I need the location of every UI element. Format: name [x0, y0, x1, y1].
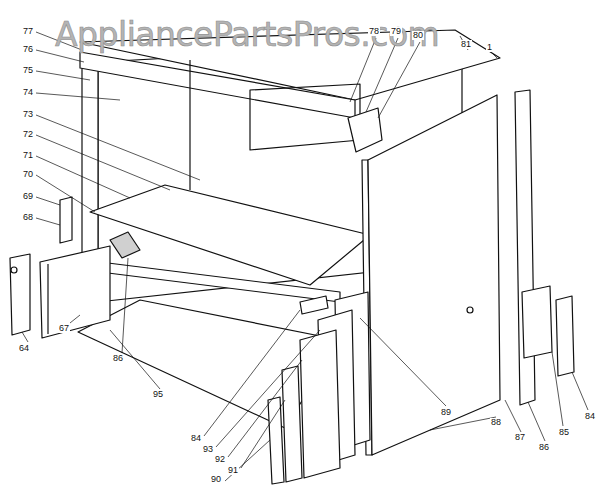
back-panel-opening: [250, 84, 360, 150]
leader-line: [36, 71, 90, 80]
leader-line: [36, 50, 84, 62]
callout-number: 70: [22, 170, 34, 179]
callout-number: 79: [390, 27, 402, 36]
leader-line: [36, 175, 95, 212]
callout-number: 69: [22, 192, 34, 201]
door-trim: [282, 366, 302, 482]
kick-panel-fold: [47, 264, 48, 334]
leader-line: [122, 258, 128, 353]
top-rail: [80, 52, 355, 118]
callout-number: 84: [584, 412, 596, 421]
leader-line: [505, 400, 521, 432]
leader-line: [22, 332, 28, 342]
leader-line: [225, 440, 270, 481]
right-hinge-plate: [556, 296, 574, 376]
callout-number: 64: [18, 344, 30, 353]
callout-number: 74: [22, 88, 34, 97]
callout-number: 85: [558, 428, 570, 437]
leader-line: [36, 197, 60, 205]
callout-number: 86: [112, 354, 124, 363]
callout-number: 95: [152, 390, 164, 399]
callout-number: 71: [22, 151, 34, 160]
leader-line: [360, 318, 446, 406]
callout-number: 72: [22, 130, 34, 139]
panel-hole: [467, 307, 473, 313]
leader-line: [492, 53, 497, 58]
corner-block: [348, 108, 382, 152]
callout-number: 76: [22, 45, 34, 54]
leader-line: [36, 93, 120, 100]
callout-number: 81: [460, 40, 472, 49]
left-bracket: [60, 197, 72, 243]
callout-number: 92: [214, 455, 226, 464]
leader-line: [36, 115, 200, 180]
right-bracket: [522, 286, 552, 358]
callout-number: 78: [368, 27, 380, 36]
leader-line: [378, 42, 420, 118]
door-strip: [268, 397, 284, 484]
callout-number: 86: [538, 443, 550, 452]
callout-number: 90: [210, 475, 222, 484]
leader-line: [204, 310, 300, 436]
kick-tab: [300, 296, 328, 314]
callout-number: 75: [22, 66, 34, 75]
callout-number: 88: [490, 418, 502, 427]
leader-line: [70, 315, 80, 323]
callout-number: 68: [22, 213, 34, 222]
callout-number: 80: [412, 31, 424, 40]
leader-line: [430, 417, 496, 430]
callout-number: 77: [22, 27, 34, 36]
callout-number: 1: [486, 43, 493, 52]
leader-line: [528, 402, 545, 441]
leader-line: [216, 330, 320, 447]
shelf-bracket: [110, 232, 140, 258]
leader-line: [36, 218, 60, 225]
left-kick-panel: [40, 246, 110, 338]
callout-number: 89: [440, 408, 452, 417]
back-panel-seam: [189, 60, 190, 190]
leader-line: [241, 400, 285, 468]
leader-line: [110, 330, 160, 389]
leader-line: [36, 135, 170, 190]
callout-number: 84: [190, 434, 202, 443]
leader-line: [572, 372, 588, 410]
left-front-bracket: [10, 254, 30, 335]
lower-back-rail: [100, 262, 340, 302]
leader-line: [36, 156, 130, 198]
callout-number: 91: [227, 466, 239, 475]
watermark: AppliancePartsPros.com: [55, 18, 439, 51]
callout-number: 67: [58, 324, 70, 333]
panel-hole: [11, 267, 17, 273]
callout-number: 93: [202, 445, 214, 454]
callout-number: 87: [514, 433, 526, 442]
callout-number: 73: [22, 110, 34, 119]
right-end-panel: [368, 95, 500, 455]
leader-line: [552, 352, 563, 426]
door-panel: [300, 330, 340, 478]
leader-line: [228, 360, 302, 457]
